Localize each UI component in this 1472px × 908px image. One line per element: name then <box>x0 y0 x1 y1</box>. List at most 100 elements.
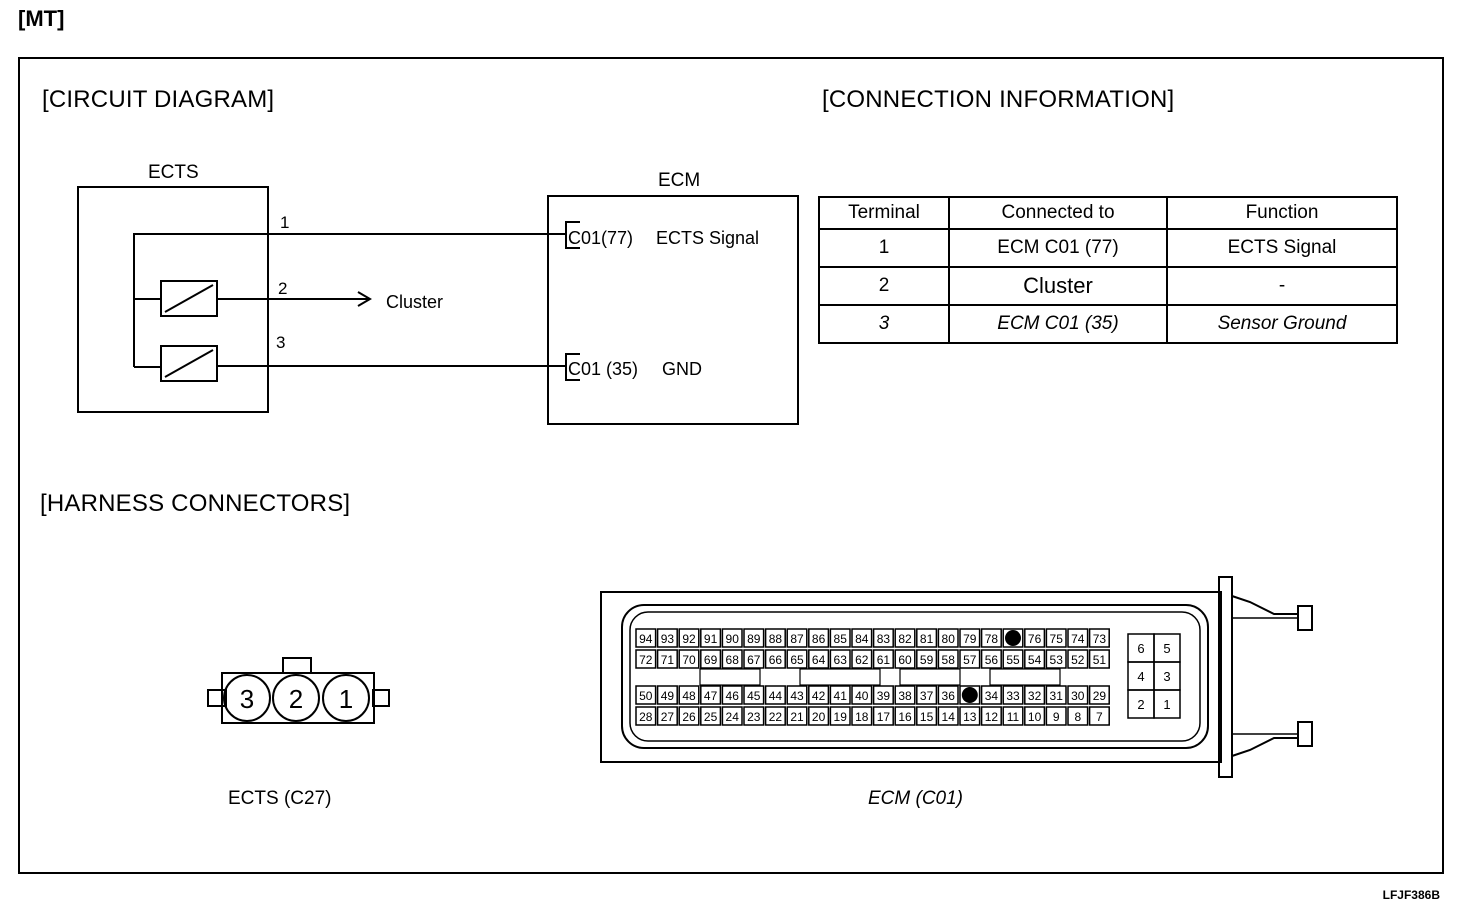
ecm-pin-number: 21 <box>790 710 804 724</box>
ecm-pin-number: 24 <box>726 710 740 724</box>
ecm-pin-cell <box>1045 649 1067 669</box>
ecm-pin-cell <box>721 649 743 669</box>
ecm-pin-number: 80 <box>942 632 956 646</box>
ecm-pin-number: 93 <box>661 632 675 646</box>
ecm-pin-cell <box>678 649 700 669</box>
ecm-pin-cell <box>1045 685 1067 705</box>
document-code: LFJF386B <box>1382 888 1440 902</box>
ecm-pin-cell <box>872 628 894 648</box>
ecm-pin-number: 40 <box>855 689 869 703</box>
ecm-pin-cell <box>1045 628 1067 648</box>
connection-table-header-row: Terminal Connected to Function <box>818 196 1398 230</box>
ecm-pin-number: 16 <box>898 710 912 724</box>
ecm-pin-number: 87 <box>790 632 804 646</box>
ecm-pin-number: 73 <box>1093 632 1107 646</box>
ecm-pin-cell <box>635 649 657 669</box>
ecm-pin-number: 32 <box>1028 689 1042 703</box>
ecm-pin-cell <box>656 706 678 726</box>
ecm-pin-cell <box>1067 706 1089 726</box>
ecm-label: ECM <box>658 170 700 191</box>
ecm-pin-cell <box>959 628 981 648</box>
row-2-function: - <box>1166 266 1398 306</box>
row-2-connected-to: Cluster <box>948 266 1168 306</box>
ecm-terminal-77-bracket <box>565 221 580 249</box>
ecm-pin-cell <box>916 649 938 669</box>
ecm-pin-number: 17 <box>877 710 891 724</box>
ecm-pin-number: 94 <box>639 632 653 646</box>
ecm-pin-number: 9 <box>1053 710 1060 724</box>
ecm-pin-number: 66 <box>769 653 783 667</box>
row-1-function: ECTS Signal <box>1166 228 1398 268</box>
ecm-pin-cell <box>743 685 765 705</box>
ecm-pin-number: 57 <box>963 653 977 667</box>
ecm-pin-number: 71 <box>661 653 675 667</box>
ecm-pin-cell <box>656 649 678 669</box>
ecm-pin-number: 82 <box>898 632 912 646</box>
ecm-pin-cell <box>872 685 894 705</box>
table-row: 3 ECM C01 (35) Sensor Ground <box>818 304 1398 344</box>
ecm-pin-cell <box>1024 685 1046 705</box>
ecm-small-pin-number: 4 <box>1137 669 1144 684</box>
ecm-gnd-label: GND <box>662 359 702 379</box>
ecm-pin-cell <box>829 706 851 726</box>
row-2-terminal: 2 <box>818 266 950 306</box>
ects-connector-pin-1-label: 1 <box>339 684 353 714</box>
ecm-pin-cell <box>656 628 678 648</box>
ecm-pin-number: 86 <box>812 632 826 646</box>
ecm-connector-inner-outline <box>621 604 1209 749</box>
ects-connector-left-tab <box>207 689 227 707</box>
ecm-pin-number: 26 <box>682 710 696 724</box>
connection-information-title: [CONNECTION INFORMATION] <box>822 86 1175 113</box>
ecm-pin-number: 74 <box>1071 632 1085 646</box>
ecm-pin-cell <box>721 706 743 726</box>
ecm-pin-number: 30 <box>1071 689 1085 703</box>
ecm-pin-cell <box>743 628 765 648</box>
ecm-small-pin-number: 2 <box>1137 697 1144 712</box>
circuit-diagram-title: [CIRCUIT DIAGRAM] <box>42 86 275 113</box>
ecm-pin-used-marker <box>961 687 978 703</box>
ecm-pin-cell <box>980 706 1002 726</box>
ecm-pin-cell <box>980 628 1002 648</box>
ecm-pin-number: 23 <box>747 710 761 724</box>
ecm-pin-number: 25 <box>704 710 718 724</box>
ecm-pin-cell <box>851 685 873 705</box>
ecm-pin-cell <box>808 706 830 726</box>
ecm-pin-cell <box>1002 685 1024 705</box>
ecm-pin-cell <box>959 649 981 669</box>
harness-connectors-title: [HARNESS CONNECTORS] <box>40 490 351 517</box>
ecm-pin-number: 88 <box>769 632 783 646</box>
ecm-pin-cell <box>937 706 959 726</box>
ecm-pin-cell <box>743 706 765 726</box>
ecm-pin-cell <box>808 685 830 705</box>
ecm-pin-number: 91 <box>704 632 718 646</box>
ecm-pin-number: 52 <box>1071 653 1085 667</box>
ecm-pin-cell <box>808 649 830 669</box>
ecm-pin-cell <box>1067 685 1089 705</box>
ecm-pin-cell <box>829 649 851 669</box>
diagram-frame <box>18 57 1444 874</box>
ecm-pin-cell <box>700 649 722 669</box>
ecm-pin-cell <box>894 706 916 726</box>
ecm-small-pin-number: 1 <box>1163 697 1170 712</box>
ecm-connector-tab-upper <box>1297 605 1313 631</box>
ects-connector-caption: ECTS (C27) <box>228 788 332 809</box>
ecm-pin-number: 68 <box>726 653 740 667</box>
ecm-pin-number: 61 <box>877 653 891 667</box>
ecm-connector-bracket <box>1218 576 1233 778</box>
ecm-pin-number: 62 <box>855 653 869 667</box>
ecm-pin-number: 37 <box>920 689 934 703</box>
table-row: 2 Cluster - <box>818 266 1398 306</box>
ecm-pin-number: 38 <box>898 689 912 703</box>
ecm-pin-cell <box>829 685 851 705</box>
ecm-pin-cell <box>916 706 938 726</box>
ecm-pin-cell <box>786 649 808 669</box>
ecm-pin-cell <box>916 628 938 648</box>
ecm-pin-number: 44 <box>769 689 783 703</box>
ecm-pin-cell <box>764 649 786 669</box>
ecm-pin-number: 58 <box>942 653 956 667</box>
ects-connector-pin-3-label: 3 <box>240 684 254 714</box>
ecm-pin-number: 11 <box>1007 710 1020 724</box>
ecm-pin-cell <box>937 649 959 669</box>
ects-connector-pin-2-label: 2 <box>289 684 303 714</box>
ecm-connector-rib <box>799 668 881 686</box>
